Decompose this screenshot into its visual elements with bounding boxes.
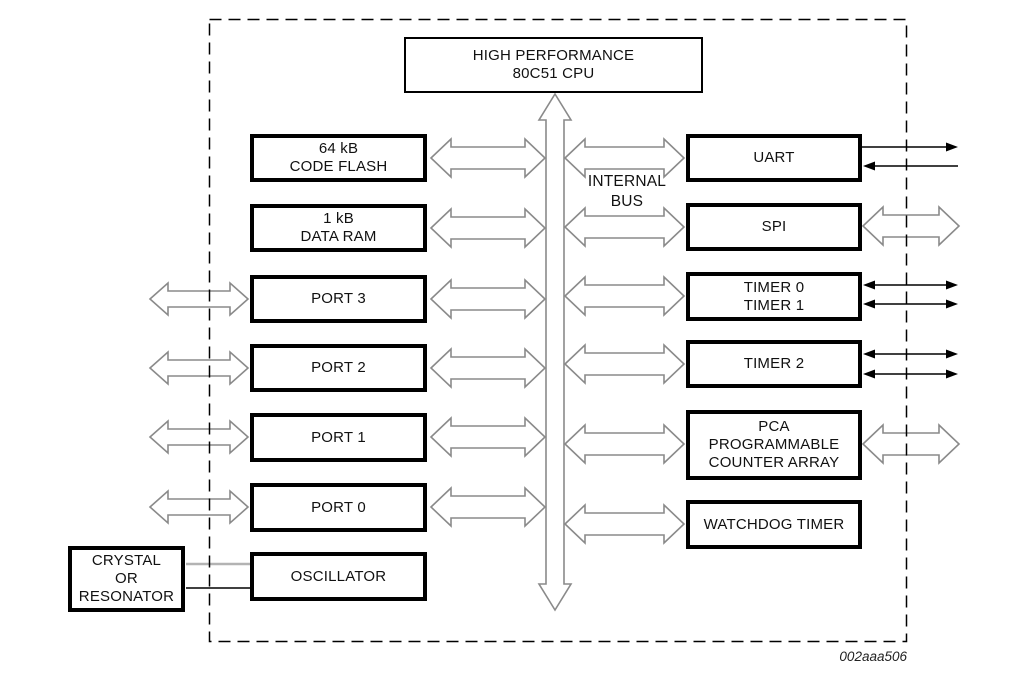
timer2-box: TIMER 2: [686, 340, 862, 388]
internal-bus-label-line1: INTERNAL: [587, 173, 667, 190]
timer01-label-line1: TIMER 0: [743, 278, 805, 296]
figure-id-label: 002aaa506: [839, 649, 907, 664]
port3-external-arrow: [148, 281, 250, 317]
watchdog-label: WATCHDOG TIMER: [703, 515, 845, 533]
port0-external-arrow: [148, 489, 250, 525]
spi-box: SPI: [686, 203, 862, 251]
port2-box: PORT 2: [250, 344, 427, 392]
spi-label: SPI: [761, 218, 787, 235]
pca-label-line1: PCA: [758, 418, 790, 435]
pca-box: PCA PROGRAMMABLE COUNTER ARRAY: [686, 410, 862, 480]
internal-bus-arrow: [537, 92, 573, 612]
code-flash-box: 64 kB CODE FLASH: [250, 134, 427, 182]
data-ram-box: 1 kB DATA RAM: [250, 204, 427, 252]
port1-bus-arrow: [429, 416, 547, 458]
uart-box: UART: [686, 134, 862, 182]
timer01-box: TIMER 0 TIMER 1: [686, 272, 862, 321]
oscillator-box: OSCILLATOR: [250, 552, 427, 601]
pca-external-arrow: [861, 423, 961, 465]
cpu-label-line2: 80C51 CPU: [512, 65, 595, 82]
port1-label: PORT 1: [311, 428, 366, 446]
timer2-arrowhead-right-1: [946, 349, 958, 359]
timer01-arrowhead-left-2: [863, 299, 875, 309]
crystal-box: CRYSTAL OR RESONATOR: [68, 546, 185, 612]
timer01-arrowhead-left-1: [863, 280, 875, 290]
bus-uart-arrow: [563, 137, 686, 179]
port3-label: PORT 3: [311, 290, 366, 307]
uart-tx-arrowhead: [946, 142, 958, 152]
pca-label-line3: COUNTER ARRAY: [708, 454, 840, 471]
watchdog-box: WATCHDOG TIMER: [686, 500, 862, 549]
dataram-bus-arrow: [429, 207, 547, 249]
timer01-label-line2: TIMER 1: [743, 296, 805, 314]
internal-bus-label: INTERNAL BUS: [567, 172, 687, 212]
cpu-label-line1: HIGH PERFORMANCE: [472, 47, 635, 64]
bus-timer2-arrow: [563, 343, 686, 385]
port2-external-arrow: [148, 350, 250, 386]
port0-box: PORT 0: [250, 483, 427, 532]
data-ram-label-line2: DATA RAM: [300, 228, 377, 245]
oscillator-label: OSCILLATOR: [290, 567, 387, 585]
spi-external-arrow: [861, 205, 961, 247]
bus-timer01-arrow: [563, 275, 686, 317]
timer2-arrowhead-right-2: [946, 369, 958, 379]
bus-spi-arrow: [563, 206, 686, 248]
code-flash-label-line2: CODE FLASH: [289, 158, 388, 175]
timer2-arrowhead-left-2: [863, 369, 875, 379]
timer2-arrowhead-left-1: [863, 349, 875, 359]
chip-boundary-dashed-border: [208, 18, 908, 643]
bus-watchdog-arrow: [563, 503, 686, 545]
bus-pca-arrow: [563, 423, 686, 465]
port1-external-arrow: [148, 419, 250, 455]
timer01-arrowhead-right-1: [946, 280, 958, 290]
port0-label: PORT 0: [311, 498, 366, 516]
uart-label: UART: [753, 149, 795, 166]
uart-rx-arrowhead: [863, 161, 875, 171]
port2-bus-arrow: [429, 347, 547, 389]
port3-box: PORT 3: [250, 275, 427, 323]
crystal-label-line3: RESONATOR: [78, 588, 175, 605]
pca-label-line2: PROGRAMMABLE: [708, 436, 840, 453]
internal-bus-label-line2: BUS: [610, 193, 644, 210]
codeflash-bus-arrow: [429, 137, 547, 179]
timer01-arrowhead-right-2: [946, 299, 958, 309]
crystal-label-line1: CRYSTAL: [91, 552, 162, 569]
port1-box: PORT 1: [250, 413, 427, 462]
port2-label: PORT 2: [311, 359, 366, 376]
timer2-label: TIMER 2: [743, 355, 805, 372]
code-flash-label-line1: 64 kB: [318, 140, 359, 157]
data-ram-label-line1: 1 kB: [323, 210, 354, 227]
cpu-box: HIGH PERFORMANCE 80C51 CPU: [404, 37, 703, 93]
port3-bus-arrow: [429, 278, 547, 320]
port0-bus-arrow: [429, 486, 547, 528]
crystal-label-line2: OR: [115, 570, 138, 587]
